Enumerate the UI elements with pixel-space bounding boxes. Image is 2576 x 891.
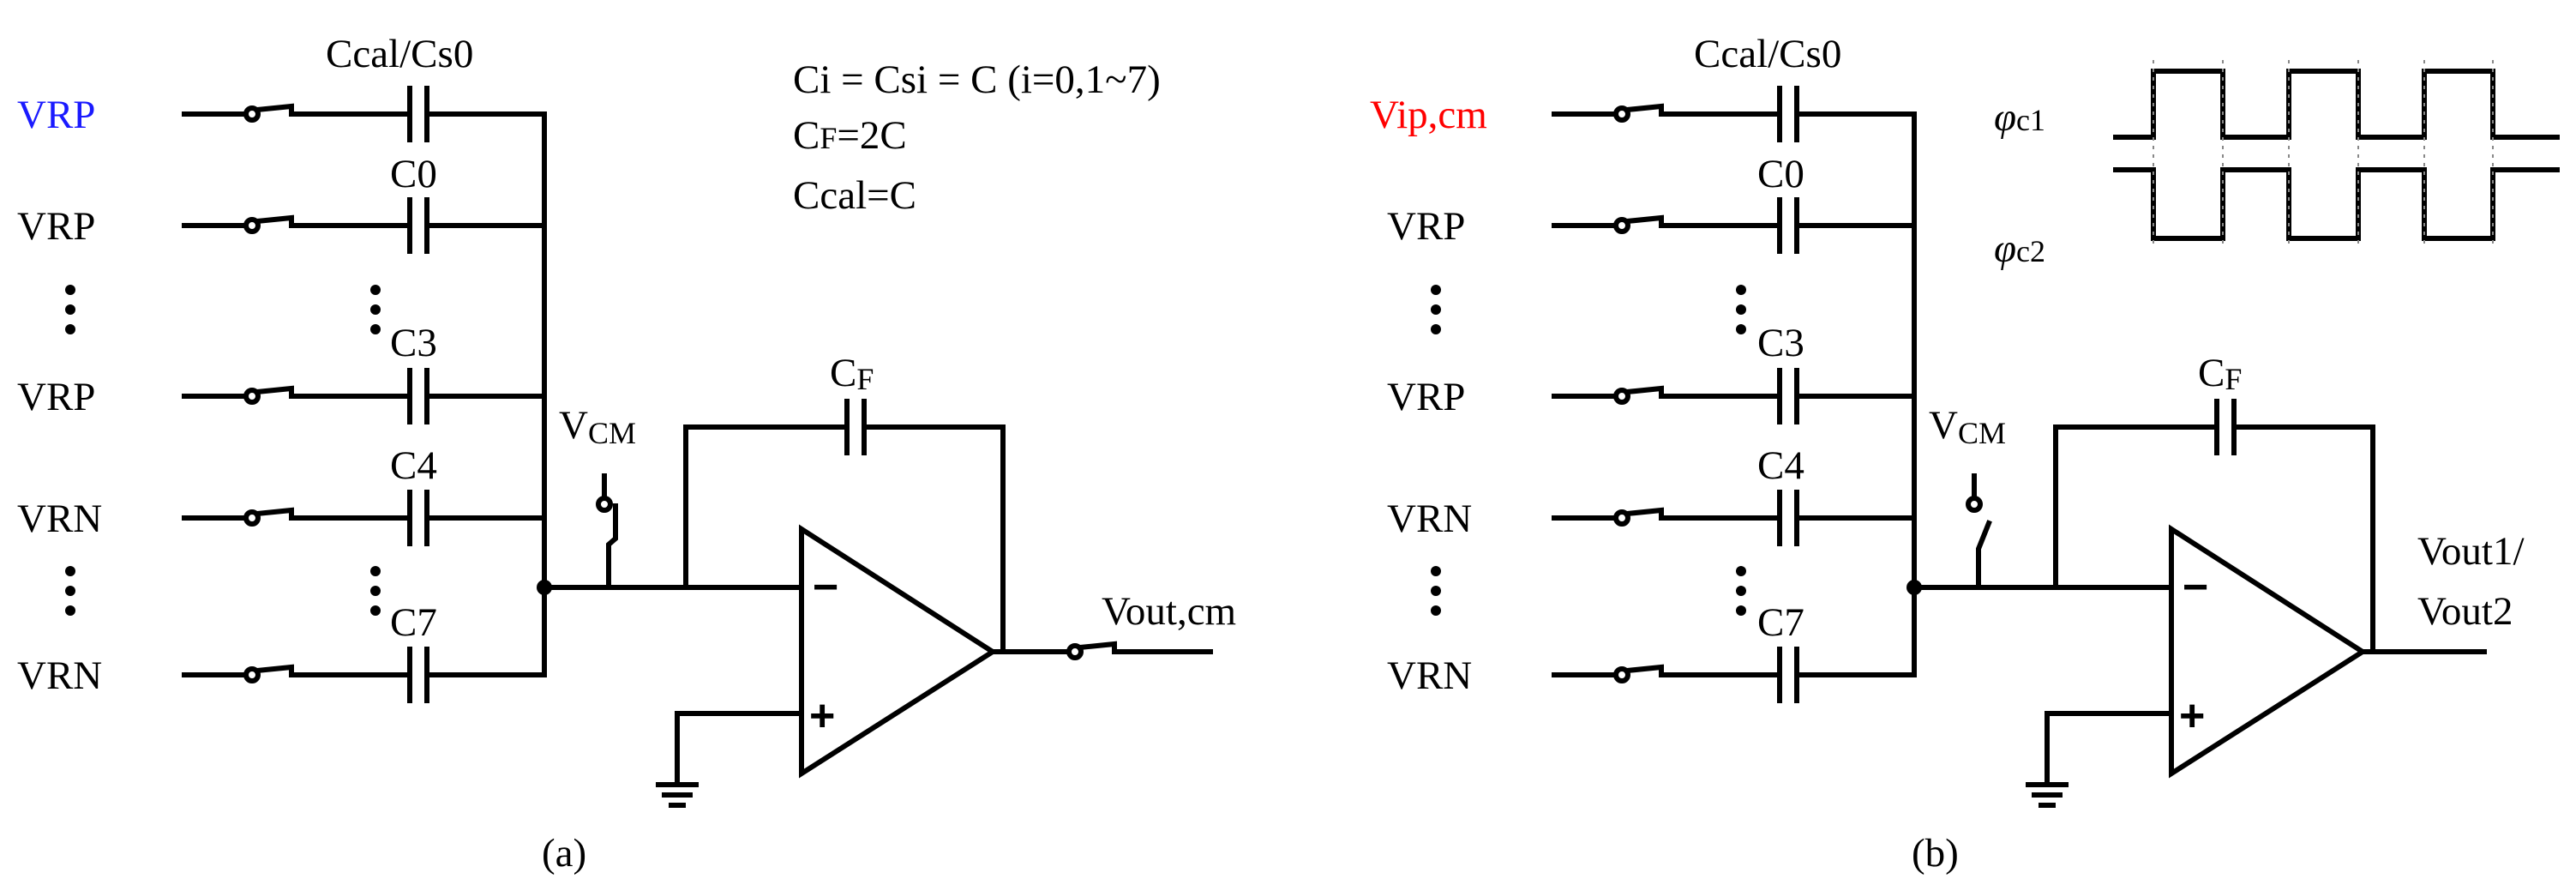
vertical-dots-icon <box>1431 285 1746 616</box>
opamp-plus: + <box>2179 691 2205 741</box>
input-row-c0: VRP <box>17 197 547 254</box>
output-label-vout1: Vout1/ <box>2417 529 2525 574</box>
equation-cf: CF=2C <box>793 113 907 158</box>
clock-dashed-guides <box>2153 60 2494 249</box>
clock-label-phi-c2: φc2 <box>1994 226 2045 271</box>
input-label-vrp-blue: VRP <box>17 93 95 137</box>
caption-a: (a) <box>542 831 586 876</box>
opamp-minus: − <box>813 563 838 612</box>
cap-label-c3: C3 <box>1757 321 1804 365</box>
vcm-label: VCM <box>559 403 636 450</box>
switch-icon <box>243 214 294 234</box>
input-row-c4: VRN <box>17 490 547 546</box>
input-row-c0: VRP <box>1387 197 1917 254</box>
input-row-top: VRP <box>17 86 547 142</box>
cf-label: CF <box>2198 351 2242 396</box>
switch-icon <box>1613 214 1664 234</box>
input-label-vrp: VRP <box>17 375 95 419</box>
vcm-label: VCM <box>1929 403 2006 450</box>
output-label-vout-cm: Vout,cm <box>1102 589 1236 634</box>
switch-icon <box>1613 664 1664 683</box>
ground-icon <box>656 782 699 808</box>
equation-ccal: Ccal=C <box>793 173 916 218</box>
vertical-dots-icon <box>65 285 381 616</box>
input-label-vip-cm: Vip,cm <box>1370 93 1487 137</box>
panel-b: Vip,cm VRP VRP <box>1370 32 2560 876</box>
input-row-c3: VRP <box>17 368 547 424</box>
switch-icon <box>1613 103 1664 123</box>
clock-phi-c1-wave <box>2113 69 2560 140</box>
cf-label: CF <box>830 351 874 396</box>
cap-label-ccal-cs0: Ccal/Cs0 <box>1694 32 1841 76</box>
input-label-vrp: VRP <box>17 204 95 249</box>
input-label-vrn: VRN <box>17 653 102 698</box>
clock-label-phi-c1: φc1 <box>1994 95 2045 140</box>
switch-icon <box>243 507 294 527</box>
opamp-minus: − <box>2183 563 2208 612</box>
cap-label-c7: C7 <box>1757 600 1804 645</box>
equations: Ci = Csi = C (i=0,1~7) CF=2C Ccal=C <box>793 57 1161 218</box>
opamp-icon: − + <box>2169 524 2368 779</box>
switch-icon <box>1066 641 1117 660</box>
opamp-plus: + <box>809 691 835 741</box>
input-label-vrn: VRN <box>1387 497 1472 541</box>
input-label-vrp: VRP <box>1387 204 1465 249</box>
cap-label-c4: C4 <box>1757 443 1804 488</box>
cap-label-c3: C3 <box>390 321 437 365</box>
clock-phi-c2-wave <box>2113 167 2560 241</box>
caption-b: (b) <box>1912 831 1959 876</box>
input-row-c3: VRP <box>1387 368 1917 424</box>
panel-a: VRP VRP VRP <box>17 32 1236 876</box>
clock-waveforms: φc1 φc2 <box>1994 60 2560 271</box>
switch-icon <box>596 473 618 590</box>
switch-icon <box>1966 473 1992 590</box>
output-label-vout2: Vout2 <box>2417 589 2513 634</box>
input-label-vrn: VRN <box>1387 653 1472 698</box>
cap-label-c7: C7 <box>390 600 437 645</box>
cap-label-ccal-cs0: Ccal/Cs0 <box>326 32 473 76</box>
switch-icon <box>1613 385 1664 405</box>
switch-icon <box>1613 507 1664 527</box>
input-label-vrp: VRP <box>1387 375 1465 419</box>
input-row-c4: VRN <box>1387 490 1917 546</box>
ground-icon <box>2026 782 2069 808</box>
input-row-top: Vip,cm <box>1370 86 1917 142</box>
switch-icon <box>243 103 294 123</box>
opamp-icon: − + <box>799 524 998 779</box>
input-row-c7: VRN <box>1387 647 1917 703</box>
cap-label-c4: C4 <box>390 443 437 488</box>
cap-label-c0: C0 <box>1757 152 1804 196</box>
switch-icon <box>243 385 294 405</box>
input-label-vrn: VRN <box>17 497 102 541</box>
cap-label-c0: C0 <box>390 152 437 196</box>
input-row-c7: VRN <box>17 647 547 703</box>
equation-ci: Ci = Csi = C (i=0,1~7) <box>793 57 1161 102</box>
switch-icon <box>243 664 294 683</box>
